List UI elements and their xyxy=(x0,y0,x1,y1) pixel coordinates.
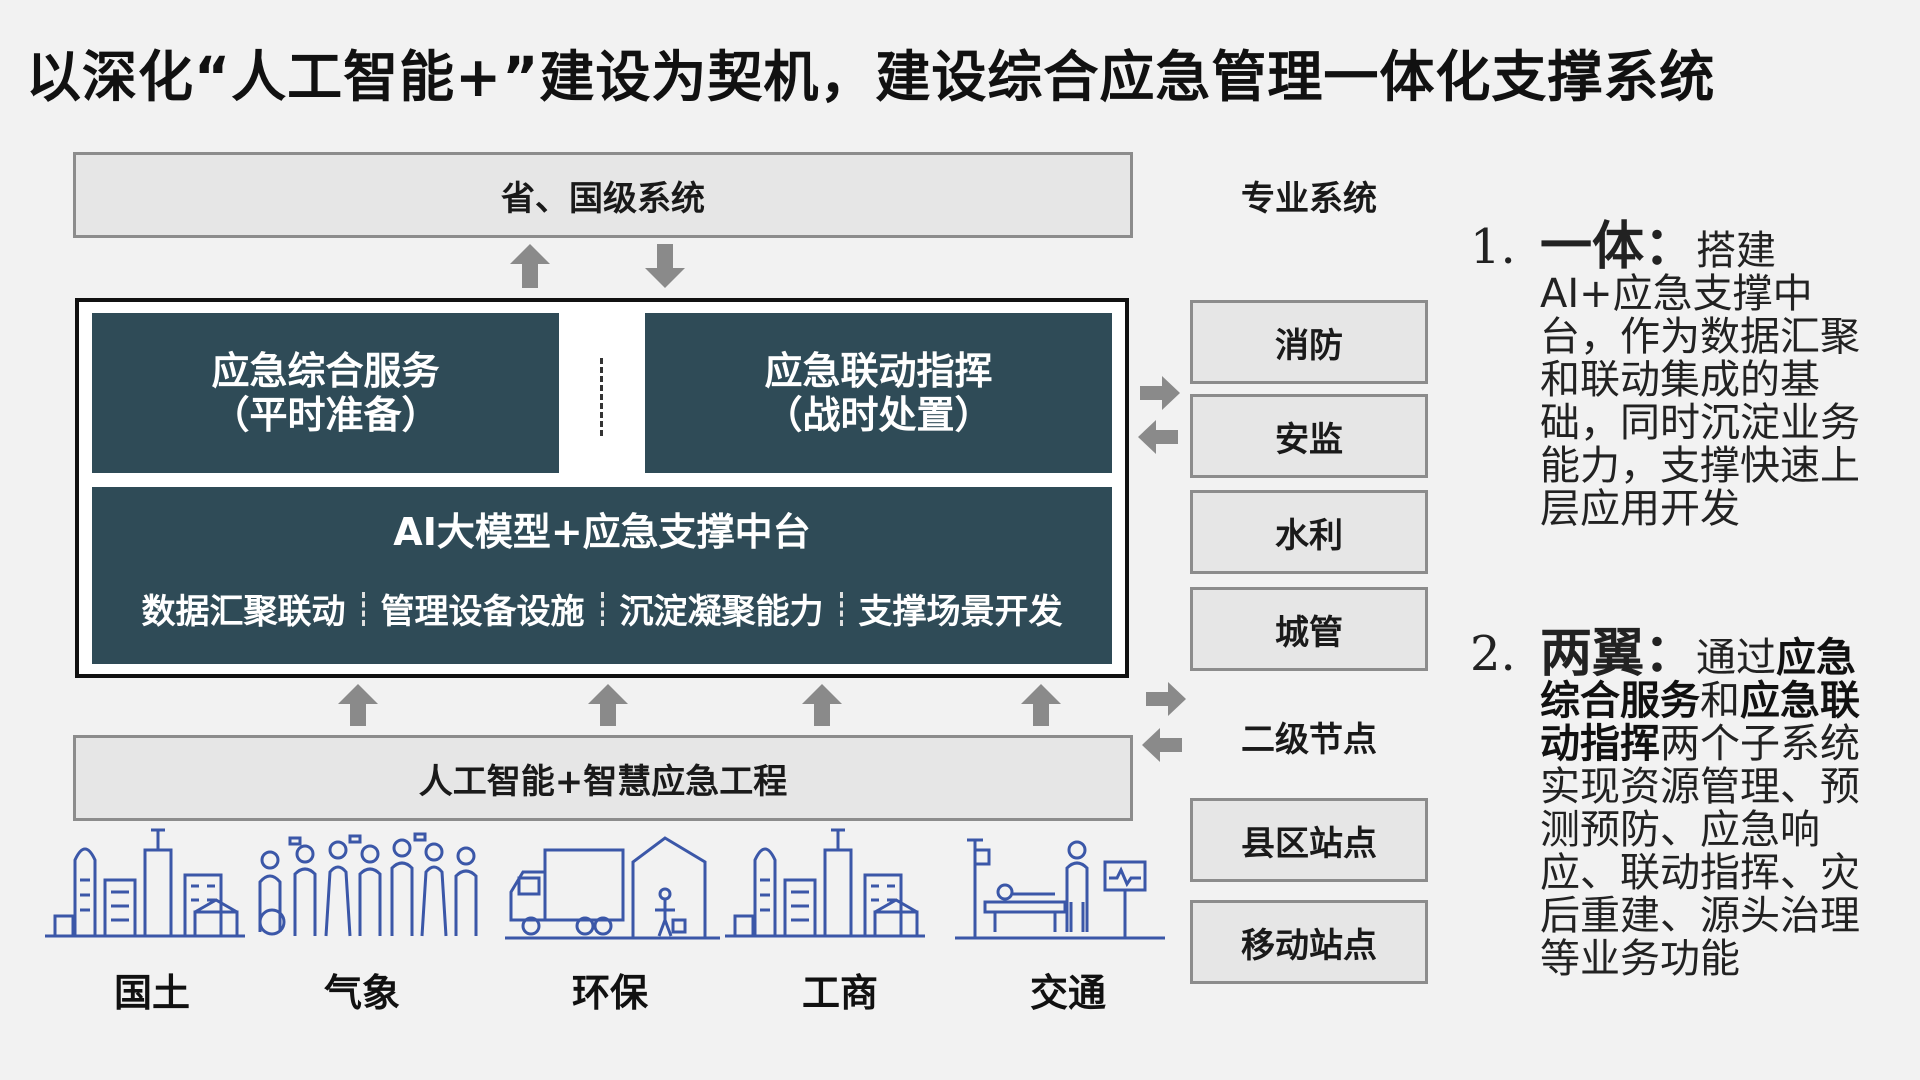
capability-separator xyxy=(361,591,365,626)
site-box-mobile: 移动站点 xyxy=(1190,900,1428,984)
dept-label-weather: 气象 xyxy=(323,971,400,1015)
arrow-up-icon xyxy=(338,684,378,726)
arrow-up-icon xyxy=(510,244,550,288)
city-buildings-illustration xyxy=(45,820,245,940)
capability-item: 沉淀凝聚能力 xyxy=(619,592,824,632)
page-title: 以深化“人工智能+”建设为契机，建设综合应急管理一体化支撑系统 xyxy=(26,45,1716,109)
platform-capabilities: 数据汇聚联动 管理设备设施 沉淀凝聚能力 支撑场景开发 xyxy=(142,584,1063,633)
system-box-urban: 城管 xyxy=(1190,587,1428,671)
truck-warehouse-illustration xyxy=(505,832,720,942)
emergency-command-subtitle: （战时处置） xyxy=(764,393,993,437)
ai-platform-panel: AI大模型+应急支撑中台 数据汇聚联动 管理设备设施 沉淀凝聚能力 支撑场景开发 xyxy=(92,487,1112,664)
note-one: 1. 一体：搭建AI+应急支撑中台，作为数据汇聚和联动集成的基础，同时沉淀业务能… xyxy=(1470,219,1890,556)
note-heading: 两翼： xyxy=(1540,624,1697,684)
note-number: 2. xyxy=(1470,626,1516,682)
capability-item: 支撑场景开发 xyxy=(858,592,1063,632)
note-text: 通过 xyxy=(1696,635,1777,681)
dept-label-transport: 交通 xyxy=(1029,971,1106,1015)
professional-systems-header: 专业系统 xyxy=(1241,178,1377,219)
note-text: 两个子系统实现资源管理、预测预防、应急响应、联动指挥、灾后重建、源头治理等业务功… xyxy=(1540,721,1860,982)
emergency-command-title: 应急联动指挥 xyxy=(764,349,993,393)
emergency-command-module: 应急联动指挥 （战时处置） xyxy=(645,313,1112,473)
dept-label-commerce: 工商 xyxy=(801,971,878,1015)
arrow-up-icon xyxy=(802,684,842,726)
capability-separator xyxy=(839,591,843,626)
arrow-up-icon xyxy=(588,684,628,726)
dept-label-environment: 环保 xyxy=(571,971,648,1015)
note-text: 和 xyxy=(1700,678,1740,724)
arrow-down-icon xyxy=(645,244,685,288)
system-box-fire: 消防 xyxy=(1190,300,1428,384)
provincial-national-system-box: 省、国级系统 xyxy=(73,152,1133,238)
note-body: 两翼：通过应急综合服务和应急联动指挥两个子系统实现资源管理、预测预防、应急响应、… xyxy=(1540,628,1870,982)
capability-item: 管理设备设施 xyxy=(380,592,585,632)
note-body: 一体：搭建AI+应急支撑中台，作为数据汇聚和联动集成的基础，同时沉淀业务能力，支… xyxy=(1540,221,1870,532)
note-emphasis: 应急综合服务 xyxy=(1540,635,1857,724)
hospital-bed-illustration xyxy=(955,832,1165,942)
note-number: 1. xyxy=(1470,219,1516,275)
people-crowd-illustration xyxy=(250,832,490,942)
emergency-service-module: 应急综合服务 （平时准备） xyxy=(92,313,559,473)
system-box-safety: 安监 xyxy=(1190,394,1428,478)
emergency-service-title: 应急综合服务 xyxy=(211,349,440,393)
note-text: 搭建AI+应急支撑中台，作为数据汇聚和联动集成的基础，同时沉淀业务能力，支撑快速… xyxy=(1540,228,1860,532)
arrow-right-icon xyxy=(1140,376,1180,410)
system-box-water: 水利 xyxy=(1190,490,1428,574)
note-heading: 一体： xyxy=(1540,217,1697,277)
ai-platform-title: AI大模型+应急支撑中台 xyxy=(393,510,811,554)
capability-item: 数据汇聚联动 xyxy=(141,592,346,632)
capability-separator xyxy=(600,591,604,626)
dept-label-land: 国土 xyxy=(113,971,190,1015)
emergency-service-subtitle: （平时准备） xyxy=(211,393,440,437)
ai-smart-emergency-project-box: 人工智能+智慧应急工程 xyxy=(73,735,1133,821)
secondary-nodes-header: 二级节点 xyxy=(1241,719,1377,760)
module-divider xyxy=(600,358,603,436)
note-emphasis: 应急联动指挥 xyxy=(1540,678,1860,767)
arrow-right-icon xyxy=(1146,682,1186,716)
arrow-left-icon xyxy=(1142,728,1182,762)
note-two: 2. 两翼：通过应急综合服务和应急联动指挥两个子系统实现资源管理、预测预防、应急… xyxy=(1470,626,1890,993)
arrow-up-icon xyxy=(1021,684,1061,726)
site-box-county: 县区站点 xyxy=(1190,798,1428,882)
arrow-left-icon xyxy=(1138,420,1178,454)
city-buildings-illustration xyxy=(725,820,925,940)
